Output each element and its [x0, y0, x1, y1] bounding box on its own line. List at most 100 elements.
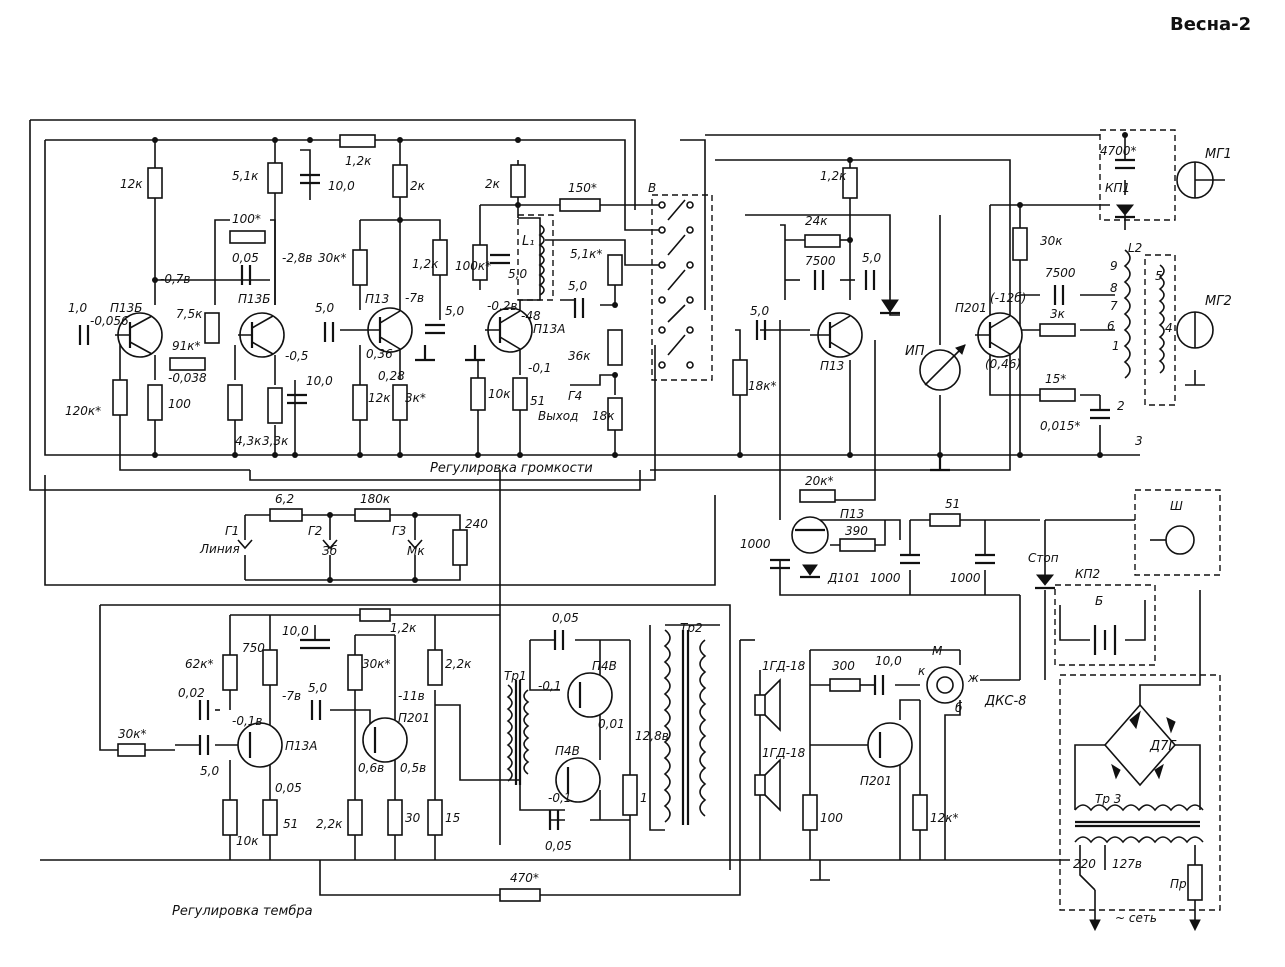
label-r51b: 51 — [945, 497, 960, 511]
svg-text:9: 9 — [1110, 259, 1118, 273]
label-tone-control: Регулировка тембра — [172, 904, 313, 919]
label-r18k: 18к — [592, 409, 615, 423]
label-v78: -7в — [405, 291, 424, 305]
svg-text:7: 7 — [1110, 299, 1118, 313]
input-jacks-block — [237, 508, 468, 583]
resistor-150 — [559, 198, 601, 212]
label-r30k: 30к — [1040, 234, 1063, 248]
label-r2k-b: 2к — [485, 177, 501, 191]
resistor-7-5k — [204, 312, 220, 344]
label-ip: ИП — [905, 344, 925, 359]
label-r10kb: 10к — [236, 834, 259, 848]
label-d101: Д101 — [827, 571, 860, 585]
label-v028: 0,28 — [378, 369, 405, 383]
label-sh: Ш — [1170, 499, 1183, 513]
label-L2: L2 — [1128, 241, 1142, 255]
label-c005b: 0,05 — [275, 781, 302, 795]
label-p13: П13 — [365, 292, 389, 306]
label-r18ks: 18к* — [748, 379, 777, 393]
svg-text:6: 6 — [1107, 319, 1115, 333]
label-r51: 51 — [530, 394, 545, 408]
label-g4: Г4 — [568, 389, 582, 403]
label-c50-L: 5,0 — [508, 267, 527, 281]
label-c1000c: 1000 — [950, 571, 981, 585]
label-r100: 100 — [168, 397, 191, 411]
schematic-title: Весна-2 — [1170, 14, 1251, 35]
label-c10c: 10,0 — [282, 624, 309, 638]
label-c50-3: 5,0 — [568, 279, 587, 293]
label-v046: (0,46) — [985, 357, 1021, 371]
label-speaker-1: 1ГД-18 — [762, 659, 806, 673]
battery-block — [1054, 489, 1221, 666]
label-r12ks: 12к* — [930, 811, 959, 825]
label-r12k-e: 12к — [368, 391, 391, 405]
label-c50-1: 5,0 — [315, 301, 334, 315]
label-r15s: 15* — [1045, 372, 1066, 386]
label-c50-a: 5,0 — [862, 251, 881, 265]
label-g2: Г2 — [308, 524, 322, 538]
label-r1: 1 — [640, 791, 648, 805]
label-v128: 12,8в — [635, 729, 669, 743]
label-r30ks2: 30к* — [362, 657, 391, 671]
potentiometer-10k-volume — [470, 377, 486, 411]
upper-capacitors — [78, 158, 1135, 420]
label-c10a: 1,0 — [68, 301, 87, 315]
label-r51c: 51 — [283, 817, 298, 831]
label-c1000a: 1000 — [740, 537, 771, 551]
svg-text:3: 3 — [1135, 434, 1143, 448]
label-c1000b: 1000 — [870, 571, 901, 585]
label-r62ks: 62к* — [185, 657, 214, 671]
label-c005c: 0,05 — [552, 611, 579, 625]
label-p13a2: П13А — [285, 739, 318, 753]
svg-text:8: 8 — [1110, 281, 1118, 295]
resistor-18k — [607, 397, 623, 431]
label-battery: Б — [1095, 594, 1103, 608]
label-p13b-a: П13Б — [110, 301, 143, 315]
upper-resistors — [112, 134, 1076, 431]
label-g1: Г1 — [225, 524, 239, 538]
label-r43k: 4,3к — [235, 434, 262, 448]
resistor-30ks — [352, 249, 368, 286]
label-tr1: Тр1 — [504, 669, 527, 683]
label-c50-7: 5,0 — [200, 764, 219, 778]
label-r12k-c: 1,2к — [820, 169, 847, 183]
label-r30: 30 — [405, 811, 421, 825]
label-r180k: 180к — [360, 492, 391, 506]
label-r62: 6,2 — [275, 492, 294, 506]
label-zh: ж — [967, 671, 979, 685]
power-supply — [1059, 590, 1221, 932]
label-r12k: 12к — [120, 177, 143, 191]
magnetic-heads — [1099, 129, 1225, 406]
label-c0015: 0,015* — [1040, 419, 1080, 433]
lower-resistors — [117, 608, 928, 902]
label-c50-6: 5,0 — [308, 681, 327, 695]
label-v116: -11в — [398, 689, 425, 703]
label-r91ks: 91к* — [172, 339, 201, 353]
label-p4v-a: П4В — [592, 659, 617, 673]
label-r100b: 100 — [820, 811, 843, 825]
label-r15: 15 — [445, 811, 460, 825]
label-p201b: П201 — [398, 711, 430, 725]
label-d7g: Д7Г — [1149, 739, 1177, 754]
label-v220: 220 — [1073, 857, 1096, 871]
resistor-4-3k — [227, 384, 243, 421]
label-v001: 0,01 — [598, 717, 625, 731]
label-r100s: 100* — [232, 212, 261, 226]
label-p201: П201 — [955, 301, 987, 315]
label-r33k: 3,3к — [262, 434, 289, 448]
resistor-12k — [147, 167, 163, 199]
label-r470s: 470* — [510, 871, 539, 885]
label-r10k: 10к — [488, 387, 511, 401]
label-k: к — [918, 664, 926, 678]
label-r12k-d: 1,2к — [412, 257, 439, 271]
lower-capacitors — [198, 630, 885, 830]
resistor-100 — [147, 384, 163, 421]
transformer-tr2 — [663, 629, 707, 825]
resistor-1-2k-top — [339, 134, 376, 148]
resistor-51 — [512, 377, 528, 411]
svg-text:2: 2 — [1117, 399, 1125, 413]
label-switch-v: В — [648, 181, 656, 195]
label-v01b: -0,1 — [538, 679, 561, 693]
label-c7500b: 7500 — [1045, 266, 1076, 280]
label-r22kb: 2,2к — [316, 817, 343, 831]
